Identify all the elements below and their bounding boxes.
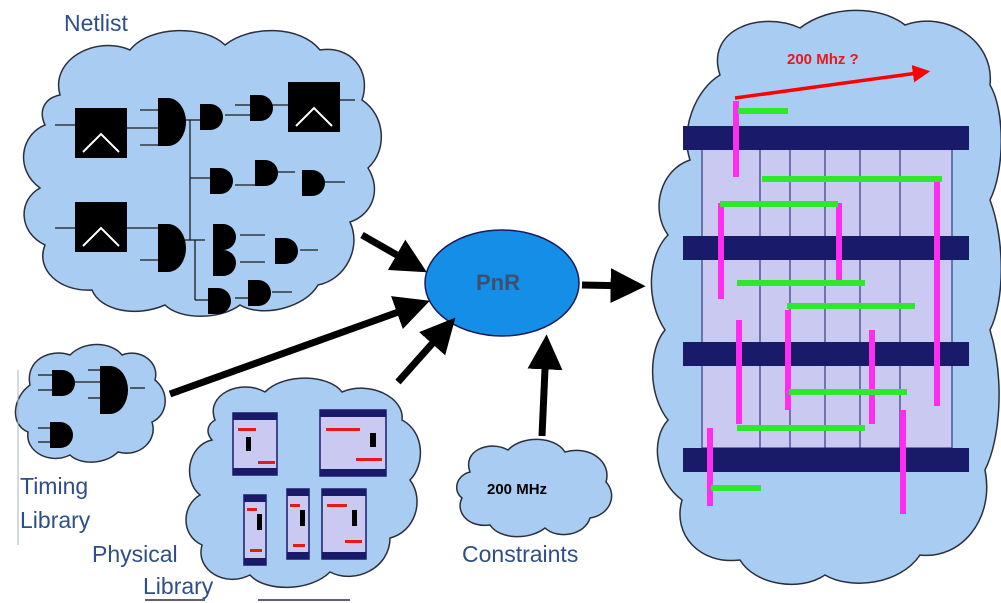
power-rails (683, 126, 969, 472)
physical-library-label-line2: Library (143, 573, 214, 599)
netlist-wires (55, 99, 355, 301)
flip-flop-2 (287, 81, 341, 133)
horizontal-wires (711, 108, 942, 491)
target-frequency-label: 200 Mhz ? (787, 51, 859, 68)
target-frequency-arrow (734, 64, 931, 100)
pnr-ellipse (424, 229, 580, 337)
constraint-value: 200 MHz (487, 481, 548, 498)
arrow-physical-to-pnr (395, 317, 456, 385)
constraints-label: Constraints (462, 541, 579, 567)
netlist-cloud (23, 29, 382, 317)
physical-cell-2 (319, 409, 387, 477)
physical-cell-1 (232, 412, 278, 476)
physical-cell-4 (286, 488, 310, 560)
arrow-constraints-to-pnr (527, 334, 563, 437)
physical-cell-3 (243, 494, 267, 566)
layout-cloud (650, 9, 1001, 586)
arrow-pnr-to-layout (581, 268, 646, 304)
flow-arrows (168, 231, 646, 437)
arrow-netlist-to-pnr (360, 231, 427, 273)
pnr-label: PnR (476, 270, 520, 295)
physical-cell-5 (321, 488, 367, 560)
netlist-label: Netlist (64, 10, 128, 36)
timing-library-label-line2: Library (20, 507, 91, 533)
vertical-wires (707, 101, 940, 514)
physical-library-cloud (145, 377, 422, 601)
physical-library-label-line1: Physical (92, 541, 178, 567)
constraints-cloud (455, 438, 613, 538)
timing-library-cloud (14, 343, 166, 545)
arrow-timing-to-pnr (168, 296, 430, 398)
flip-flop-3 (74, 201, 128, 253)
timing-library-label-line1: Timing (20, 473, 89, 499)
flip-flop-1 (74, 107, 128, 159)
